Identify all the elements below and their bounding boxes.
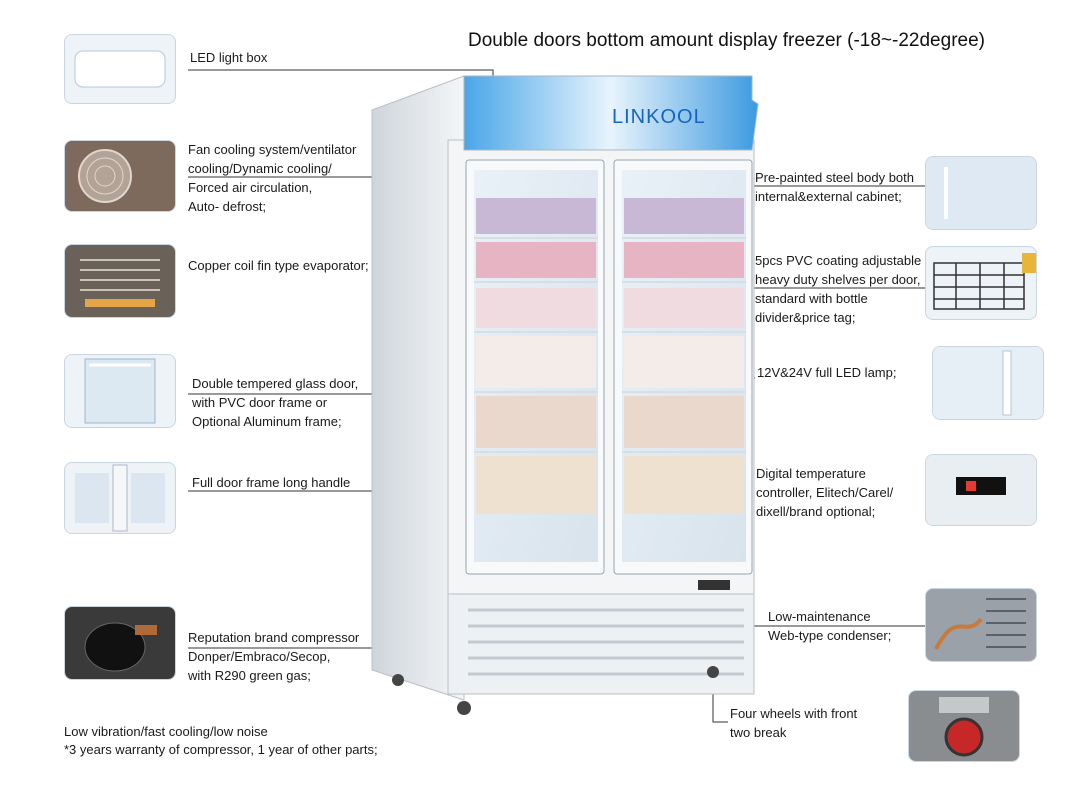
led-lamp-icon xyxy=(933,347,1043,419)
freezer-illustration xyxy=(371,75,759,715)
label-fan-cooling: Fan cooling system/ventilator cooling/Dy… xyxy=(188,142,357,214)
fan-icon xyxy=(78,149,132,203)
shelf-icon xyxy=(933,253,1036,310)
label-compressor: Reputation brand compressor Donper/Embra… xyxy=(188,630,360,683)
label-steel-body: Pre-painted steel body both internal&ext… xyxy=(755,170,914,204)
label-wheels: Four wheels with front two break xyxy=(730,706,858,740)
wheel-icon xyxy=(939,697,989,757)
footer-notes: Low vibration/fast cooling/low noise *3 … xyxy=(64,724,378,757)
thumb-evaporator xyxy=(64,244,176,318)
controller-panel xyxy=(698,580,730,590)
thumb-handle xyxy=(64,462,176,534)
label-led-light-box: LED light box xyxy=(190,50,268,65)
compressor-icon xyxy=(84,622,157,672)
page-title: Double doors bottom amount display freez… xyxy=(468,30,985,51)
brand-logo: LINKOOL xyxy=(612,106,706,128)
thumb-controller xyxy=(925,454,1037,526)
thumb-led-lamp xyxy=(932,346,1044,420)
label-evaporator: Copper coil fin type evaporator; xyxy=(188,258,369,273)
thumb-fan xyxy=(64,140,176,212)
thumb-glass-door xyxy=(64,354,176,428)
controller-icon xyxy=(926,455,1036,525)
steel-body-icon xyxy=(926,157,1036,229)
evaporator-icon xyxy=(80,259,160,307)
label-handle: Full door frame long handle xyxy=(192,475,351,490)
thumb-led-box xyxy=(64,34,176,104)
glass-door-icon xyxy=(84,358,156,424)
label-condenser: Low-maintenance Web-type condenser; xyxy=(768,609,892,643)
label-shelves: 5pcs PVC coating adjustable heavy duty s… xyxy=(755,253,922,325)
thumb-wheels xyxy=(908,690,1020,762)
label-led-lamp: 12V&24V full LED lamp; xyxy=(757,365,897,380)
handle-icon xyxy=(75,464,165,532)
wheel-icon xyxy=(392,674,404,686)
label-glass-door: Double tempered glass door, with PVC doo… xyxy=(192,376,359,429)
label-temp-controller: Digital temperature controller, Elitech/… xyxy=(756,466,894,519)
led-box-icon xyxy=(74,50,166,88)
thumb-steel-body xyxy=(925,156,1037,230)
light-box xyxy=(463,75,759,151)
thumb-compressor xyxy=(64,606,176,680)
condenser-icon xyxy=(934,598,1026,650)
thumb-condenser xyxy=(925,588,1037,662)
thumb-shelves xyxy=(925,246,1037,320)
